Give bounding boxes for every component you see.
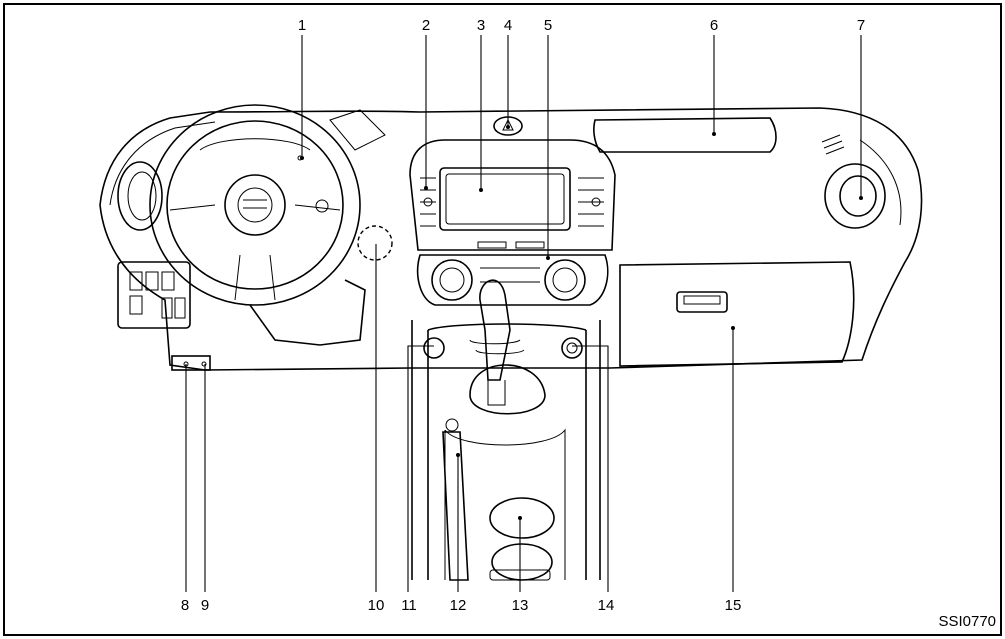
passenger-airbag bbox=[593, 117, 777, 153]
center-stack bbox=[409, 116, 616, 251]
callout-6: 6 bbox=[710, 17, 718, 34]
climate-controls bbox=[416, 254, 609, 306]
dashed-location-circle bbox=[357, 225, 393, 261]
callout-11: 11 bbox=[401, 597, 417, 614]
callout-14: 14 bbox=[598, 597, 615, 614]
callout-10: 10 bbox=[368, 597, 385, 614]
callout-13: 13 bbox=[512, 597, 529, 614]
figure-frame bbox=[3, 3, 1002, 636]
callout-3: 3 bbox=[477, 17, 485, 34]
left-vent bbox=[117, 161, 163, 231]
callout-8: 8 bbox=[181, 597, 189, 614]
callout-12: 12 bbox=[450, 597, 467, 614]
lower-left-switches bbox=[171, 355, 211, 371]
leader-line-11 bbox=[407, 345, 434, 592]
callout-15: 15 bbox=[725, 597, 742, 614]
callout-2: 2 bbox=[422, 17, 430, 34]
glove-box bbox=[619, 261, 855, 367]
steering-column bbox=[249, 279, 366, 346]
center-console bbox=[411, 279, 601, 581]
right-vent bbox=[824, 163, 886, 229]
callout-5: 5 bbox=[544, 17, 552, 34]
callout-9: 9 bbox=[201, 597, 209, 614]
dashboard-outline bbox=[99, 107, 923, 371]
leader-lines bbox=[185, 35, 863, 592]
steering-wheel bbox=[149, 104, 386, 306]
callout-1: 1 bbox=[298, 17, 306, 34]
leader-line-14 bbox=[572, 345, 609, 592]
callout-7: 7 bbox=[857, 17, 865, 34]
callout-4: 4 bbox=[504, 17, 512, 34]
left-switch-panel bbox=[117, 261, 191, 329]
figure-code: SSI0770 bbox=[938, 613, 996, 630]
callout-labels: 1 2 3 4 5 6 7 8 9 10 11 12 13 14 15 bbox=[181, 17, 865, 614]
